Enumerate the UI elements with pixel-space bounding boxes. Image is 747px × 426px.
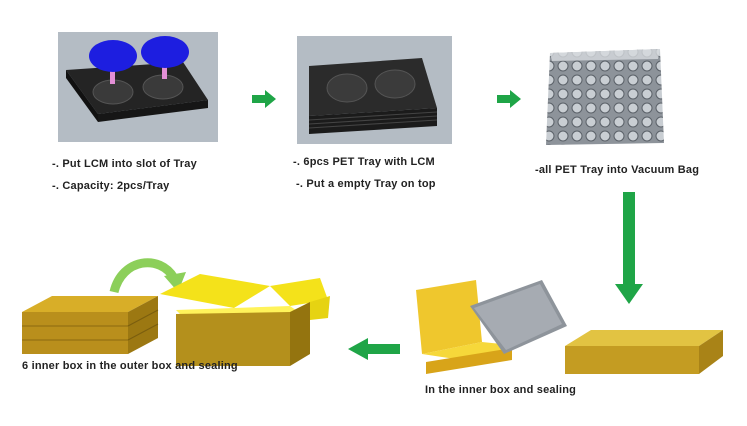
arrow-right-icon [252, 90, 276, 108]
open-inner-box-image [416, 280, 567, 374]
closed-inner-box-image [565, 330, 723, 374]
arrow-right-icon [497, 90, 521, 108]
vacuum-bag-image [546, 49, 664, 145]
arrow-left-icon [348, 338, 400, 360]
curved-arrow-icon [109, 258, 186, 294]
arrow-down-icon [615, 192, 643, 304]
step1-caption-line2: -. Capacity: 2pcs/Tray [52, 180, 170, 192]
step5-caption: 6 inner box in the outer box and sealing [22, 360, 238, 372]
open-outer-box-image [160, 274, 330, 366]
step1-caption-line1: -. Put LCM into slot of Tray [52, 158, 197, 170]
step2-caption-line2: -. Put a empty Tray on top [296, 178, 436, 190]
tray-with-lcm-image [58, 32, 218, 142]
step3-caption: -all PET Tray into Vacuum Bag [535, 164, 700, 176]
inner-box-stack-image [22, 296, 159, 354]
stacked-trays-image [297, 36, 452, 144]
step2-caption-line1: -. 6pcs PET Tray with LCM [293, 156, 435, 168]
step4-caption: In the inner box and sealing [425, 384, 577, 396]
